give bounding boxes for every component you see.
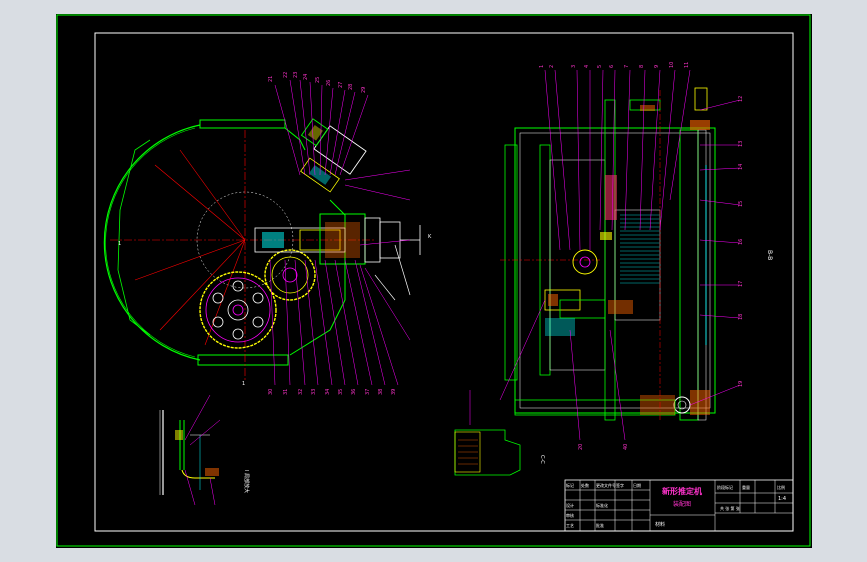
svg-text:36: 36: [351, 389, 357, 395]
svg-text:14: 14: [738, 164, 744, 170]
svg-text:13: 13: [738, 141, 744, 147]
svg-text:5: 5: [597, 65, 603, 68]
svg-text:39: 39: [391, 389, 397, 395]
svg-text:处数: 处数: [581, 482, 589, 488]
leaders-left-bottom: [269, 259, 411, 386]
svg-text:1: 1: [242, 381, 245, 387]
svg-text:重量: 重量: [742, 484, 750, 490]
scale-value: 1:4: [778, 496, 786, 502]
svg-text:日期: 日期: [633, 482, 641, 488]
svg-text:1: 1: [118, 241, 121, 247]
detail-view-bottom-center: C-C: [454, 390, 545, 476]
svg-text:20: 20: [578, 444, 584, 450]
drawing-title: 新形推定机: [662, 486, 702, 496]
outer-frame: [56, 14, 811, 547]
svg-text:批准: 批准: [596, 522, 604, 528]
svg-text:16: 16: [738, 239, 744, 245]
svg-text:15: 15: [738, 201, 744, 207]
svg-text:22: 22: [283, 72, 289, 78]
svg-text:4: 4: [584, 65, 590, 68]
sheet-info: 共 张 第 张: [720, 505, 740, 511]
svg-text:阶段标记: 阶段标记: [717, 484, 733, 490]
svg-text:8: 8: [639, 65, 645, 68]
svg-text:比例: 比例: [777, 484, 785, 490]
svg-text:26: 26: [326, 80, 332, 86]
part-number-labels-right: 1 2 3 4 5 6 7 8 9 10 11 12 13 14 15 16 1…: [539, 62, 744, 450]
svg-text:标准化: 标准化: [596, 502, 608, 508]
inner-frame: [94, 32, 794, 532]
detail-view-bottom-left: I 局部放大: [159, 394, 250, 506]
svg-text:27: 27: [338, 82, 344, 88]
svg-text:35: 35: [338, 389, 344, 395]
svg-text:23: 23: [293, 72, 299, 78]
svg-text:32: 32: [298, 389, 304, 395]
svg-text:K: K: [428, 234, 432, 240]
svg-text:29: 29: [361, 87, 367, 93]
svg-text:30: 30: [268, 389, 274, 395]
svg-text:34: 34: [325, 389, 331, 395]
svg-text:31: 31: [283, 389, 289, 395]
svg-text:签字: 签字: [616, 482, 624, 488]
part-number-labels-left: 21 22 23 24 25 26 27 28 29 30 31 32 33 3…: [268, 72, 397, 395]
svg-text:设计: 设计: [566, 502, 574, 508]
svg-text:12: 12: [738, 96, 744, 102]
svg-text:11: 11: [684, 62, 690, 68]
svg-text:19: 19: [738, 381, 744, 387]
material-label: 材料: [655, 521, 665, 528]
svg-text:38: 38: [378, 389, 384, 395]
svg-text:40: 40: [623, 444, 629, 450]
svg-text:更改文件号: 更改文件号: [596, 482, 616, 488]
svg-text:10: 10: [669, 62, 675, 68]
svg-text:3: 3: [571, 65, 577, 68]
leaders-left-top: [274, 79, 411, 246]
svg-text:25: 25: [315, 77, 321, 83]
svg-text:37: 37: [365, 389, 371, 395]
title-block: 新形推定机 装配图 材料 标记 处数 更改文件号 签字 日期 设计 标准化 审核…: [564, 479, 794, 532]
detail-label: I 局部放大: [243, 470, 250, 493]
drawing-area: [56, 14, 812, 548]
svg-text:33: 33: [311, 389, 317, 395]
detail-view-label: C-C: [539, 455, 545, 464]
svg-text:工艺: 工艺: [566, 523, 574, 528]
svg-text:17: 17: [738, 281, 744, 287]
svg-text:28: 28: [348, 84, 354, 90]
svg-text:1: 1: [539, 65, 545, 68]
left-view: 1 1 K: [103, 118, 432, 387]
svg-text:18: 18: [738, 314, 744, 320]
section-label: B-B: [766, 250, 773, 260]
svg-text:9: 9: [654, 65, 660, 68]
svg-text:21: 21: [268, 76, 274, 82]
right-view: B-B: [500, 87, 773, 421]
svg-text:7: 7: [624, 65, 630, 68]
svg-text:标记: 标记: [566, 482, 574, 488]
drawing-subtitle: 装配图: [673, 500, 691, 508]
svg-text:24: 24: [303, 74, 309, 80]
svg-text:2: 2: [549, 65, 555, 68]
leaders-right: [499, 69, 741, 441]
svg-text:6: 6: [609, 65, 615, 68]
svg-text:审核: 审核: [566, 512, 574, 518]
